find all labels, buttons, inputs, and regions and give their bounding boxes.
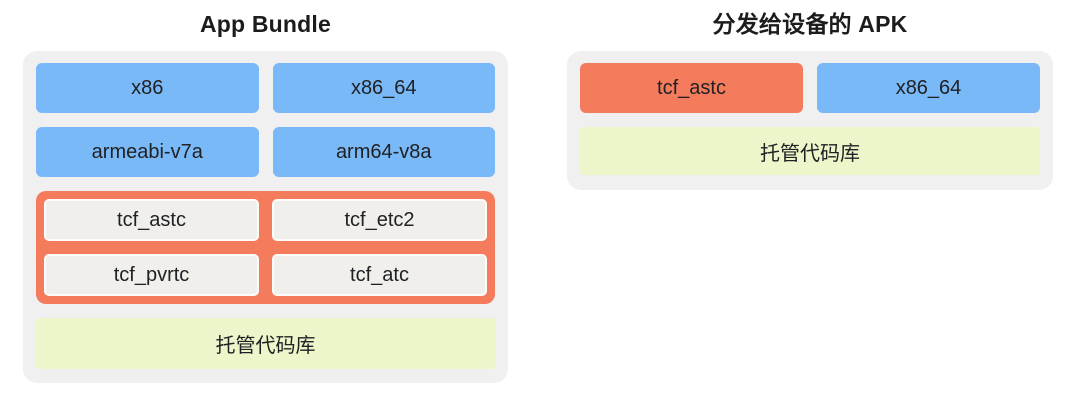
box-arm64-v8a: arm64-v8a (272, 127, 495, 177)
abi-row-2: armeabi-v7a arm64-v8a (36, 127, 495, 177)
managed-code-box-apk: 托管代码库 (580, 127, 1040, 175)
box-x86-64: x86_64 (272, 63, 495, 113)
apk-row-1: tcf_astc x86_64 (580, 63, 1040, 113)
box-tcf-astc-apk: tcf_astc (580, 63, 803, 113)
device-apk-container: tcf_astc x86_64 托管代码库 (567, 51, 1053, 190)
app-bundle-title: App Bundle (199, 11, 332, 37)
box-tcf-atc: tcf_atc (272, 254, 487, 296)
box-armeabi-v7a: armeabi-v7a (36, 127, 259, 177)
box-tcf-pvrtc: tcf_pvrtc (44, 254, 259, 296)
box-tcf-etc2: tcf_etc2 (272, 199, 487, 241)
box-x86: x86 (36, 63, 259, 113)
tcf-group: tcf_astc tcf_etc2 tcf_pvrtc tcf_atc (36, 191, 495, 304)
managed-code-box-bundle: 托管代码库 (36, 318, 495, 369)
device-apk-panel: 分发给设备的 APK tcf_astc x86_64 托管代码库 (567, 10, 1053, 190)
device-apk-title: 分发给设备的 APK (712, 11, 908, 37)
app-bundle-container: x86 x86_64 armeabi-v7a arm64-v8a tcf_ast… (23, 51, 508, 383)
box-tcf-astc: tcf_astc (44, 199, 259, 241)
box-x86-64-apk: x86_64 (817, 63, 1040, 113)
app-bundle-panel: App Bundle x86 x86_64 armeabi-v7a arm64-… (23, 10, 508, 383)
abi-row-1: x86 x86_64 (36, 63, 495, 113)
